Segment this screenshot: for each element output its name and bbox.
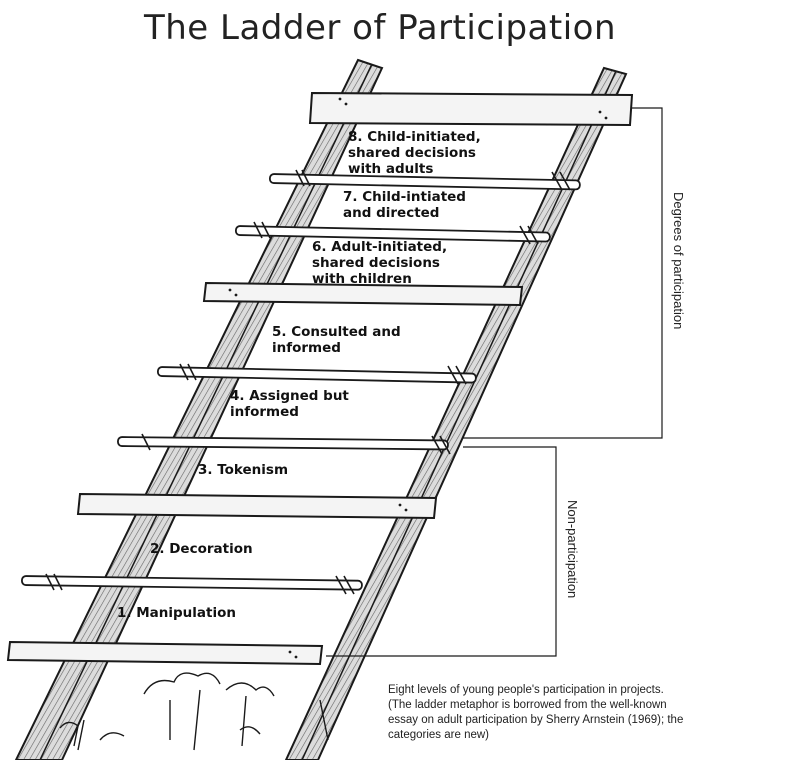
pole-rungs	[21, 173, 581, 591]
pole-rung-5-4	[156, 366, 477, 384]
rung-label-1: 1. Manipulation	[117, 605, 236, 621]
rung-label-7: 7. Child-intiated and directed	[343, 189, 466, 221]
plank-rung-6	[202, 281, 524, 307]
rung-label-3: 3. Tokenism	[198, 462, 289, 478]
caption-line-2: (The ladder metaphor is borrowed from th…	[388, 699, 667, 711]
caption: Eight levels of young people's participa…	[388, 683, 788, 743]
degrees-of-participation-label: Degrees of participation	[671, 192, 686, 330]
plank-nails	[228, 97, 608, 659]
diagram-title: The Ladder of Participation	[143, 8, 617, 48]
plank-rung-3	[76, 492, 438, 520]
pole-rung-4-3	[117, 436, 449, 451]
caption-line-4: categories are new)	[388, 729, 489, 741]
rung-label-2: 2. Decoration	[150, 541, 253, 557]
bush-sketch	[59, 672, 329, 751]
plank-rung-bottom	[6, 640, 324, 666]
caption-line-3: essay on adult participation by Sherry A…	[388, 714, 684, 726]
plank-rungs	[6, 91, 634, 666]
pole-rung-8-7	[268, 173, 581, 191]
non-participation-label: Non-participation	[565, 500, 580, 599]
pole-rung-2-1	[21, 575, 363, 591]
pole-rung-7-6	[234, 225, 551, 243]
non-participation-bracket	[326, 446, 557, 657]
degrees-bracket	[463, 107, 663, 439]
caption-line-1: Eight levels of young people's participa…	[388, 684, 664, 696]
rope-lashings	[45, 169, 571, 595]
plank-rung-top	[308, 91, 634, 127]
rung-label-6: 6. Adult-initiated, shared decisions wit…	[312, 239, 448, 287]
rung-label-5: 5. Consulted and informed	[272, 324, 401, 356]
rung-label-8: 8. Child-initiated, shared decisions wit…	[348, 129, 481, 177]
rung-label-4: 4. Assigned but informed	[230, 388, 349, 420]
